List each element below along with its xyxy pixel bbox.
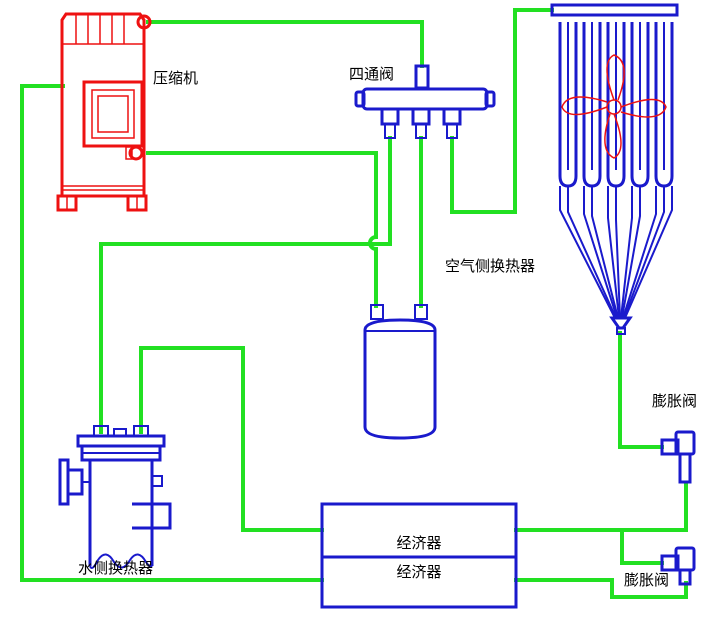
expansion-valve-2-label: 膨胀阀 (624, 571, 669, 589)
pipe-economizer-to-expansion-valve-2 (620, 528, 664, 565)
water-side-heat-exchanger: 水侧换热器 (58, 425, 172, 577)
pipe-compressor-to-economizer-injection (20, 84, 324, 582)
pipe-compressor-to-accumulator (146, 151, 378, 239)
compressor-label: 压缩机 (153, 69, 198, 87)
compressor: 压缩机 (56, 12, 198, 212)
fan-icon (561, 54, 667, 159)
expansion-valve-1-label: 膨胀阀 (652, 392, 697, 410)
accumulator (363, 304, 437, 440)
piping (20, 8, 688, 599)
pipe-expansion-valve-2-to-economizer (514, 578, 688, 599)
four-way-valve: 四通阀 (349, 64, 496, 139)
economizer-lower-label: 经济器 (396, 563, 441, 581)
economizer: 经济器 经济器 (320, 502, 518, 609)
pipe-four-way-valve-to-air-hx (450, 8, 554, 214)
coil-tubes (558, 22, 674, 188)
economizer-upper-label: 经济器 (396, 534, 441, 552)
expansion-valve-1: 膨胀阀 (652, 392, 697, 484)
distributor-tubes (559, 186, 673, 319)
pipe-air-hx-to-expansion-valve-1 (618, 331, 664, 449)
expansion-valve-2: 膨胀阀 (624, 546, 696, 589)
pipe-expansion-valve-1-to-economizer (514, 481, 688, 532)
air-side-heat-exchanger-label: 空气侧换热器 (445, 257, 535, 275)
pipe-water-hx-to-economizer (139, 346, 324, 532)
water-side-heat-exchanger-label: 水侧换热器 (78, 559, 153, 577)
pipe-four-way-valve-to-water-hx (99, 136, 392, 434)
air-side-heat-exchanger: 空气侧换热器 (445, 3, 679, 335)
four-way-valve-label: 四通阀 (349, 65, 394, 83)
pipe-compressor-to-four-way-valve (146, 20, 424, 68)
